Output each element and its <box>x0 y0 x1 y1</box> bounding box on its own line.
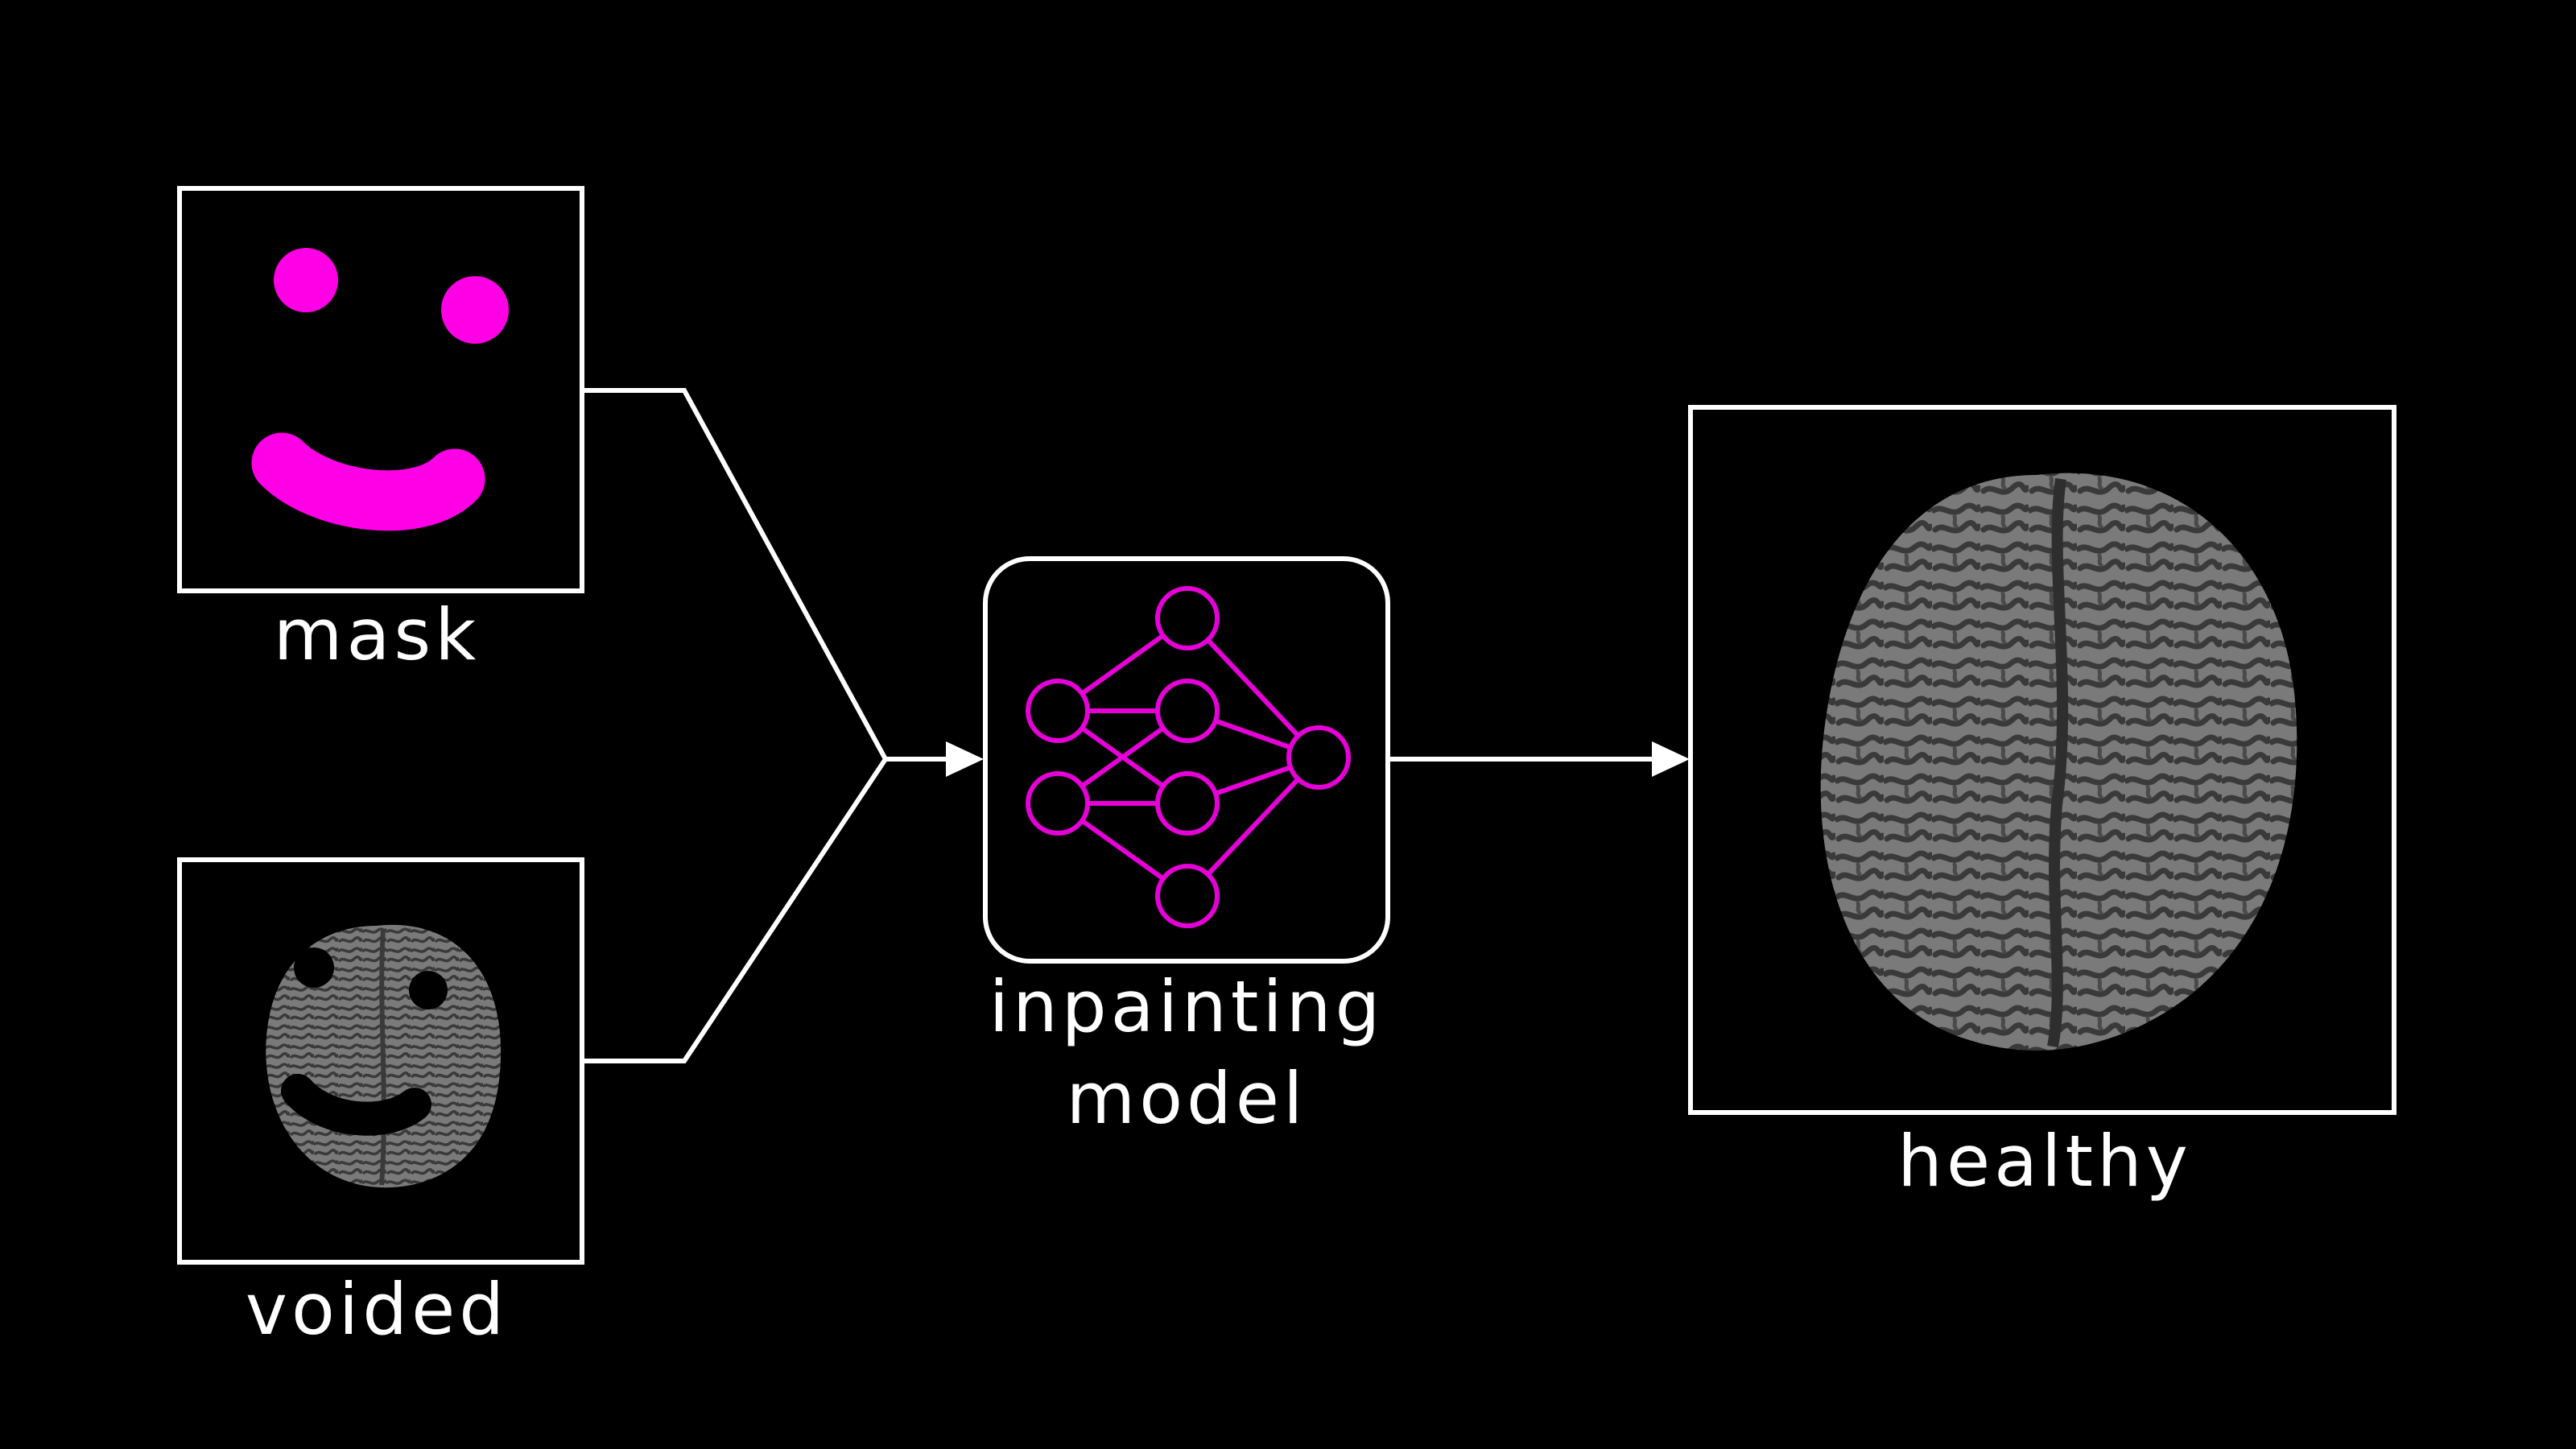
nn-input-node <box>1026 771 1090 836</box>
voided-panel <box>177 857 584 1265</box>
mask-label: mask <box>273 593 481 676</box>
mask-mouth <box>251 432 485 531</box>
voided-connector <box>584 758 888 1063</box>
healthy-label: healthy <box>1897 1120 2192 1203</box>
output-arrowhead <box>1652 741 1690 777</box>
mask-left-eye <box>274 248 338 312</box>
brain-scan-icon <box>1820 473 2297 1051</box>
model-label-line1: inpainting <box>989 965 1385 1048</box>
mask-connector <box>584 388 888 761</box>
nn-hidden-node <box>1155 864 1220 928</box>
model-panel <box>983 556 1390 964</box>
healthy-panel <box>1688 405 2396 1115</box>
void-right-eye <box>409 971 448 1009</box>
nn-hidden-node <box>1155 679 1220 743</box>
connectors <box>584 388 1652 1063</box>
mask-right-eye <box>441 276 509 344</box>
neural-network-icon <box>1026 586 1351 928</box>
model-box <box>983 556 1390 964</box>
brain-midline <box>2047 478 2069 1048</box>
voided-label: voided <box>245 1268 509 1351</box>
void-left-eye <box>294 947 334 988</box>
nn-output-node <box>1286 725 1351 790</box>
nn-hidden-node <box>1155 771 1220 836</box>
void-mouth <box>281 1074 431 1136</box>
smiley-mask-icon <box>251 248 509 531</box>
input-arrowhead <box>946 741 984 777</box>
nn-input-node <box>1026 679 1090 743</box>
voided-brain-icon <box>266 924 502 1188</box>
model-label-line2: model <box>1066 1057 1307 1140</box>
nn-hidden-node <box>1155 586 1220 650</box>
mask-panel <box>177 186 584 593</box>
